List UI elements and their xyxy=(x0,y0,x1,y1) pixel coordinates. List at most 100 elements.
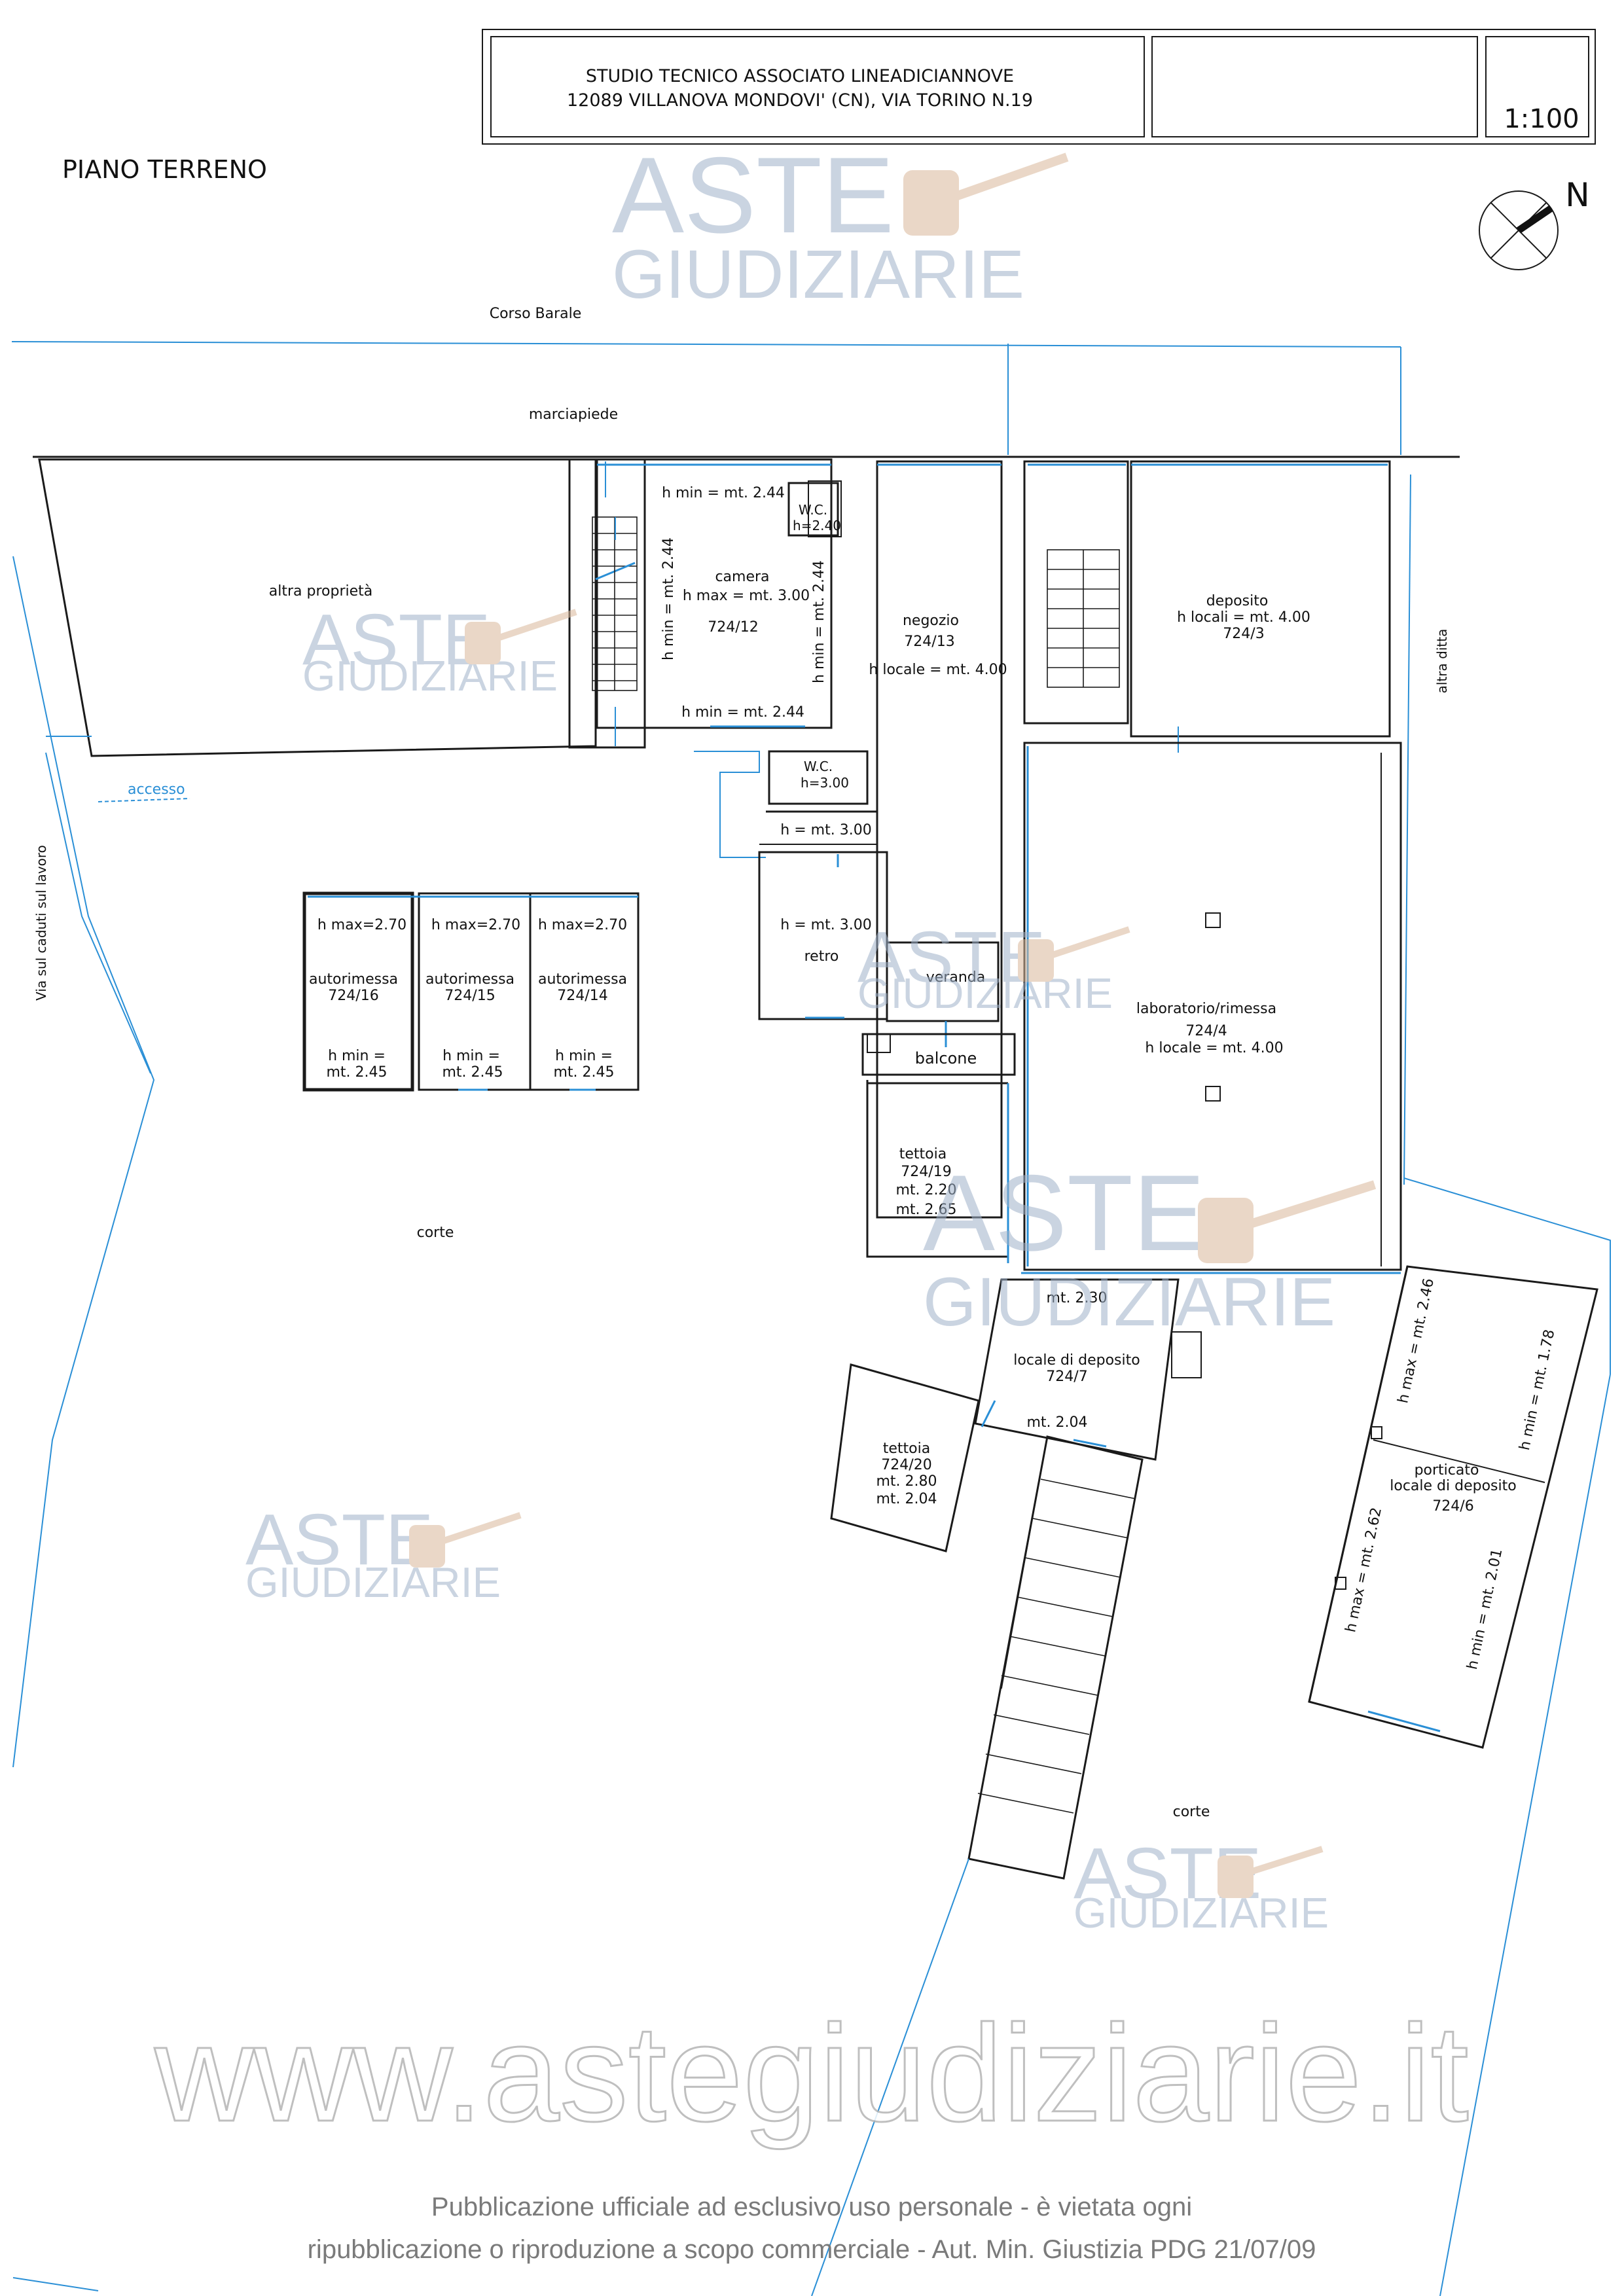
altra-ditta-label: altra ditta xyxy=(1434,629,1450,694)
wm1-aste: ASTE xyxy=(612,135,894,255)
room-laboratorio: laboratorio/rimessa 724/4 h locale = mt.… xyxy=(1021,742,1402,1274)
porticato-name1: porticato xyxy=(1415,1462,1479,1479)
garage-15-hmax: h max=2.70 xyxy=(431,917,520,933)
watermark-logo-6: ASTE GIUDIZIARIE xyxy=(1074,1833,1329,1937)
title-line-1: STUDIO TECNICO ASSOCIATO LINEADICIANNOVE xyxy=(586,66,1014,86)
veranda-label: veranda xyxy=(926,969,985,986)
tettoia19-name: tettoia xyxy=(899,1146,947,1162)
accesso-label: accesso xyxy=(128,781,185,798)
negozio-h: h locale = mt. 4.00 xyxy=(869,662,1007,678)
tettoia20-ref: 724/20 xyxy=(881,1457,931,1473)
locale7-name: locale di deposito xyxy=(1013,1352,1140,1369)
garage-14-hmin2: mt. 2.45 xyxy=(553,1064,614,1081)
camera-hmin-top: h min = mt. 2.44 xyxy=(662,485,785,501)
watermark-notice-2: ripubblicazione o riproduzione a scopo c… xyxy=(308,2235,1316,2264)
tettoia19-h2: mt. 2.65 xyxy=(895,1202,956,1218)
room-balcone: balcone xyxy=(861,1033,1016,1076)
wm4-giudiziarie: GIUDIZIARIE xyxy=(923,1264,1335,1340)
locale7-h-bottom: mt. 2.04 xyxy=(1026,1414,1087,1431)
gavel-icon xyxy=(465,609,577,664)
room-retro: h = mt. 3.00 retro xyxy=(758,851,888,1020)
gavel-icon xyxy=(409,1512,522,1568)
camera-hmin-left: h min = mt. 2.44 xyxy=(660,537,677,660)
garage-16-name: autorimessa xyxy=(309,971,398,988)
street-corso-barale: Corso Barale xyxy=(490,306,582,322)
gavel-icon xyxy=(1018,926,1130,982)
room-tettoia-19: tettoia 724/19 mt. 2.20 mt. 2.65 xyxy=(866,1080,1009,1263)
wc1-h: h=2.40 xyxy=(793,518,841,533)
wm1-giudiziarie: GIUDIZIARIE xyxy=(612,236,1024,313)
room-veranda: veranda xyxy=(886,941,1000,1047)
balcone-label: balcone xyxy=(915,1049,977,1067)
retro-name: retro xyxy=(804,948,839,965)
tettoia20-h2: mt. 2.04 xyxy=(876,1491,937,1507)
wc2-name: W.C. xyxy=(804,759,833,774)
room-wc-2: W.C. h=3.00 xyxy=(768,750,869,805)
gavel-icon xyxy=(1198,1180,1377,1263)
garage-15-ref: 724/15 xyxy=(444,988,495,1004)
laboratorio-ref: 724/4 xyxy=(1185,1023,1227,1039)
corte-left-label: corte xyxy=(417,1225,454,1241)
negozio-ref: 724/13 xyxy=(904,634,954,650)
camera-ref: 724/12 xyxy=(708,619,758,636)
wc1-name: W.C. xyxy=(799,502,827,518)
garages: h max=2.70 autorimessa 724/16 h min = mt… xyxy=(302,891,640,1092)
negozio-name: negozio xyxy=(903,613,959,629)
wm2-giudiziarie: GIUDIZIARIE xyxy=(302,652,558,700)
ramp xyxy=(967,1435,1144,1880)
watermark-website: www.astegiudiziarie.it xyxy=(154,1996,1469,2150)
north-arrow-icon: N xyxy=(1479,176,1590,270)
wm5-aste: ASTE xyxy=(245,1499,433,1580)
watermark-logo-4: ASTE GIUDIZIARIE xyxy=(923,1153,1377,1340)
porticato-ref: 724/6 xyxy=(1432,1498,1473,1515)
porticato-hmin-bottom: h min = mt. 2.01 xyxy=(1464,1547,1506,1671)
retro-h: h = mt. 3.00 xyxy=(780,917,871,933)
marciapiede-label: marciapiede xyxy=(529,406,618,423)
scale-label: 1:100 xyxy=(1504,104,1579,134)
room-negozio: negozio 724/13 h locale = mt. 4.00 xyxy=(869,460,1007,1219)
laboratorio-name: laboratorio/rimessa xyxy=(1136,1001,1276,1017)
wm3-giudiziarie: GIUDIZIARIE xyxy=(857,969,1113,1017)
laboratorio-h: h locale = mt. 4.00 xyxy=(1145,1040,1283,1056)
locale7-ref: 724/7 xyxy=(1046,1369,1087,1385)
room-deposito: deposito h locali = mt. 4.00 724/3 xyxy=(1023,460,1391,753)
garage-16-hmin2: mt. 2.45 xyxy=(326,1064,387,1081)
garage-15-hmin1: h min = xyxy=(442,1048,500,1064)
gavel-icon xyxy=(903,152,1069,236)
wm4-aste: ASTE xyxy=(923,1153,1205,1273)
garage-14-ref: 724/14 xyxy=(557,988,607,1004)
wm5-giudiziarie: GIUDIZIARIE xyxy=(245,1558,501,1606)
room-wc-1: W.C. h=2.40 xyxy=(787,482,841,537)
locale7-h-top: mt. 2.30 xyxy=(1046,1290,1107,1306)
tettoia19-ref: 724/19 xyxy=(901,1164,951,1180)
garage-16-hmin1: h min = xyxy=(328,1048,386,1064)
watermark-logo-5: ASTE GIUDIZIARIE xyxy=(245,1499,522,1606)
wc2-h: h=3.00 xyxy=(801,775,849,791)
watermark-logo-2: ASTE GIUDIZIARIE xyxy=(302,600,577,700)
room-camera: h min = mt. 2.44 camera h max = mt. 3.00… xyxy=(568,458,842,749)
porticato-hmin-top: h min = mt. 1.78 xyxy=(1517,1328,1559,1452)
tettoia20-name: tettoia xyxy=(883,1441,930,1457)
garage-16-hmax: h max=2.70 xyxy=(317,917,406,933)
garage-14-hmin1: h min = xyxy=(555,1048,613,1064)
wm6-giudiziarie: GIUDIZIARIE xyxy=(1074,1889,1329,1937)
camera-hmin-bottom: h min = mt. 2.44 xyxy=(681,704,804,721)
garage-15-hmin2: mt. 2.45 xyxy=(442,1064,503,1081)
corridor-h: h = mt. 3.00 xyxy=(780,822,871,838)
tettoia20-h1: mt. 2.80 xyxy=(876,1473,937,1490)
wm2-aste: ASTE xyxy=(302,600,490,680)
title-line-2: 12089 VILLANOVA MONDOVI' (CN), VIA TORIN… xyxy=(567,90,1033,111)
garage-14-hmax: h max=2.70 xyxy=(538,917,627,933)
porticato-name2: locale di deposito xyxy=(1390,1478,1516,1494)
wm3-aste: ASTE xyxy=(857,917,1045,997)
deposito-name: deposito xyxy=(1206,593,1269,609)
altra-proprieta-label: altra proprietà xyxy=(269,583,373,600)
camera-hmax: h max = mt. 3.00 xyxy=(683,588,810,604)
title-block: STUDIO TECNICO ASSOCIATO LINEADICIANNOVE… xyxy=(482,29,1596,145)
tettoia19-h1: mt. 2.20 xyxy=(895,1182,956,1198)
deposito-h: h locali = mt. 4.00 xyxy=(1177,609,1310,626)
garage-15-name: autorimessa xyxy=(425,971,514,988)
corte-right-label: corte xyxy=(1173,1804,1210,1820)
north-label: N xyxy=(1565,176,1589,214)
